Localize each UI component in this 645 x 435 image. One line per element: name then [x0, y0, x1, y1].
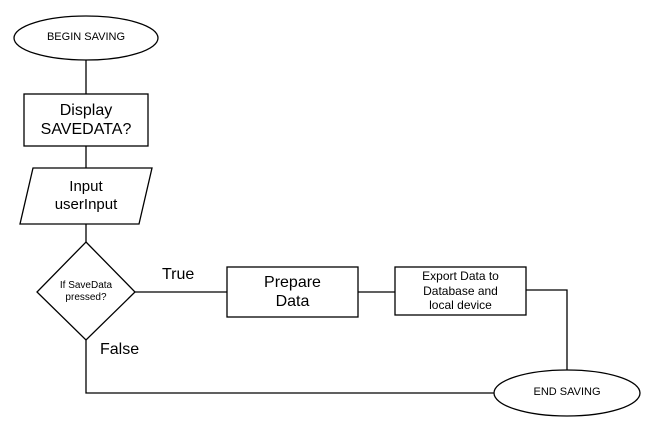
- input-userinput-io: [19, 167, 153, 225]
- end-saving-terminator: [493, 369, 641, 417]
- connector-decision-false-to-end: [85, 340, 494, 394]
- true-branch-label: True: [162, 266, 195, 283]
- connector-export-to-end: [526, 289, 568, 370]
- display-savedata-label: Display SAVEDATA?: [40, 101, 132, 138]
- decision-label: If SaveData pressed?: [59, 280, 113, 303]
- input-userinput-label: Input userInput: [54, 178, 118, 213]
- export-data-process: [394, 266, 527, 316]
- export-data-label: Export Data to Database and local device: [422, 269, 499, 313]
- prepare-data-process: [226, 266, 359, 318]
- prepare-data-label: Prepare Data: [264, 273, 321, 310]
- begin-saving-label: BEGIN SAVING: [46, 31, 126, 44]
- end-saving-label: END SAVING: [533, 386, 601, 399]
- begin-saving-terminator: [13, 15, 159, 61]
- false-branch-label: False: [100, 341, 140, 358]
- savedata-pressed-decision: [36, 241, 136, 341]
- display-savedata-process: [23, 93, 149, 147]
